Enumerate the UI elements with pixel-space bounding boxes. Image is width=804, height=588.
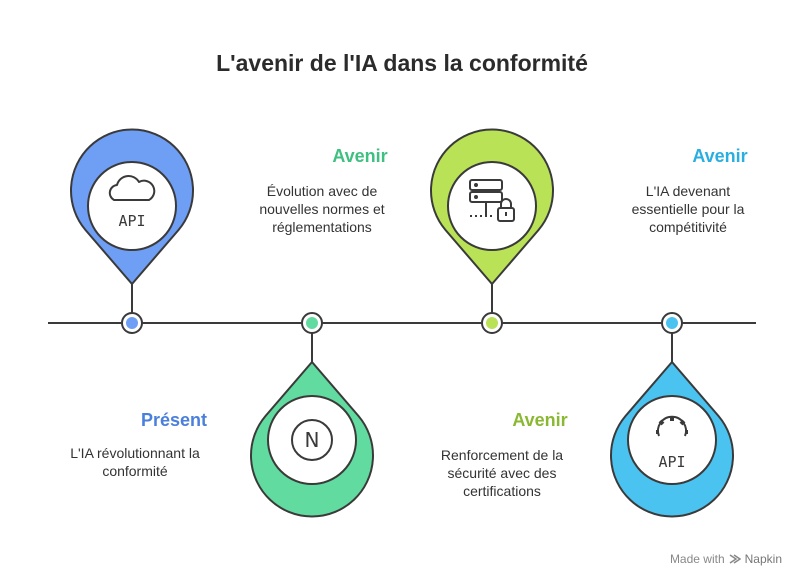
milestone-1-description: L'IA révolutionnant la conformité xyxy=(70,445,200,479)
cloud-api-icon: API xyxy=(108,175,156,230)
nextjs-icon: N xyxy=(291,419,333,461)
milestone-1-pin: API xyxy=(70,128,194,313)
server-lock-icon xyxy=(469,179,515,222)
milestone-2-pin: N xyxy=(250,333,374,518)
page-title: L'avenir de l'IA dans la conformité xyxy=(216,50,588,76)
milestone-4-pin: API xyxy=(610,333,734,518)
milestone-3-pin xyxy=(430,128,554,313)
napkin-logo-icon xyxy=(729,554,741,564)
milestone-2-description: Évolution avec de nouvelles normes et ré… xyxy=(259,183,385,235)
gear-api-icon: API xyxy=(656,415,688,471)
made-with-credit[interactable]: Made with Napkin xyxy=(670,552,782,566)
milestone-3-heading: Avenir xyxy=(512,410,568,430)
gear-api-label: API xyxy=(658,453,685,471)
nextjs-label: N xyxy=(305,428,320,452)
cloud-api-label: API xyxy=(118,212,145,230)
credit-prefix: Made with xyxy=(669,552,725,566)
milestone-1-heading: Présent xyxy=(140,410,208,430)
milestone-2-heading: Avenir xyxy=(332,146,388,166)
milestone-4-description: L'IA devenant essentielle pour la compét… xyxy=(631,183,745,235)
credit-brand: Napkin xyxy=(744,552,782,566)
milestone-4-heading: Avenir xyxy=(692,146,748,166)
milestone-3-description: Renforcement de la sécurité avec des cer… xyxy=(440,447,564,499)
